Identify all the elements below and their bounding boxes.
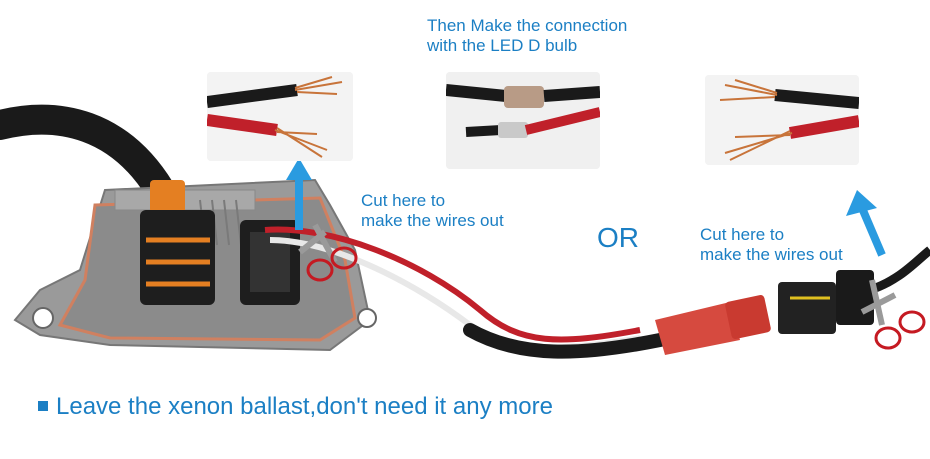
orange-plug bbox=[150, 180, 185, 215]
arrow-up-right-icon bbox=[846, 190, 886, 257]
connection-instruction: Then Make the connection with the LED D … bbox=[427, 16, 627, 55]
red-connector bbox=[655, 295, 771, 355]
cut-left-line1: Cut here to bbox=[361, 191, 446, 210]
connection-line1: Then Make the connection bbox=[427, 16, 628, 35]
arrow-up-icon bbox=[286, 158, 312, 230]
ballast-caption: Leave the xenon ballast,don't need it an… bbox=[38, 393, 553, 421]
stripped-wires-photo-right bbox=[705, 75, 859, 165]
cut-instruction-left: Cut here to make the wires out bbox=[361, 191, 504, 230]
red-wire bbox=[264, 226, 641, 343]
connection-line2: with the LED D bulb bbox=[427, 35, 578, 55]
power-cable bbox=[0, 104, 175, 205]
cut-right-line1: Cut here to bbox=[700, 225, 785, 244]
cut-instruction-right: Cut here to make the wires out bbox=[700, 225, 843, 264]
power-connector bbox=[140, 210, 215, 305]
bullet-square-icon bbox=[38, 400, 48, 411]
cut-left-line2: make the wires out bbox=[361, 210, 504, 230]
black-plug bbox=[778, 246, 930, 334]
scissors-icon bbox=[298, 223, 358, 282]
scissors-icon bbox=[860, 279, 926, 350]
caption-text: Leave the xenon ballast,don't need it an… bbox=[56, 393, 553, 420]
connected-wires-photo bbox=[446, 72, 600, 169]
stripped-wires-photo-left bbox=[207, 72, 353, 161]
or-label: OR bbox=[597, 222, 639, 253]
cut-right-line2: make the wires out bbox=[700, 244, 843, 264]
cable-sheath bbox=[463, 323, 667, 359]
